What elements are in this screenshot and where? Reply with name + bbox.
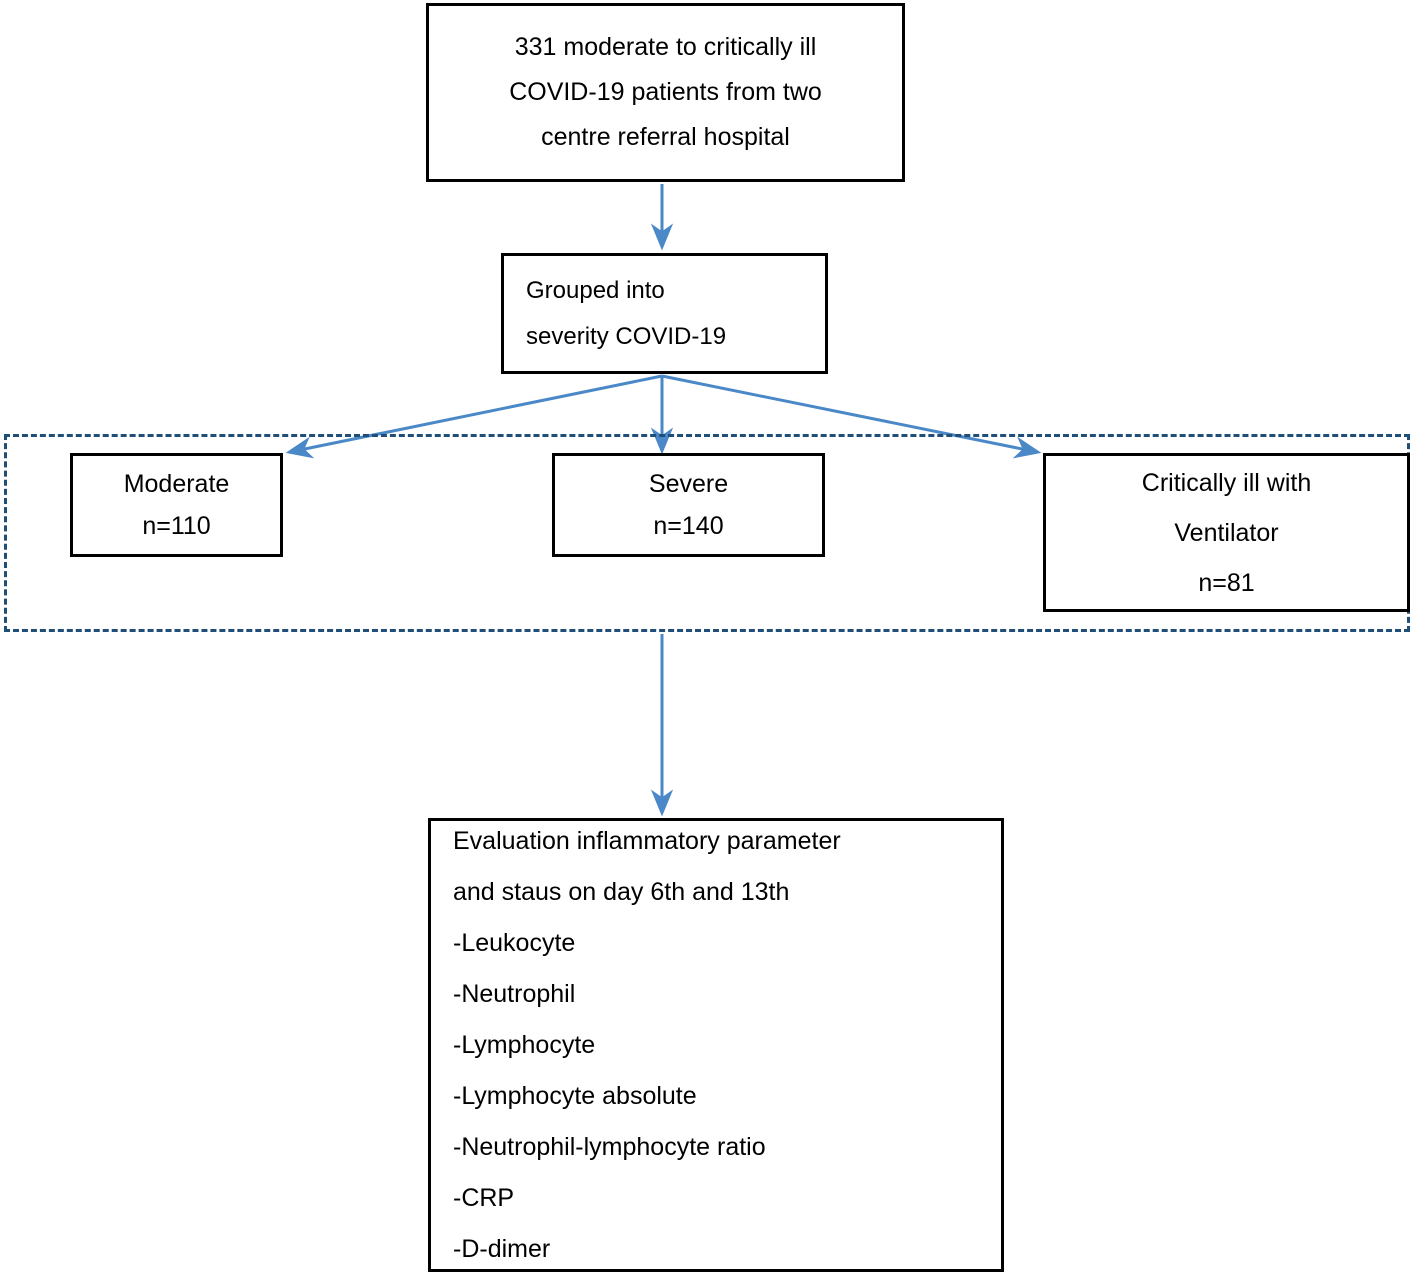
node-moderate: Moderate n=110 <box>70 453 283 557</box>
node-evaluation-item-lymphocyte-absolute: -Lymphocyte absolute <box>453 1081 697 1110</box>
node-evaluation-item-leukocyte: -Leukocyte <box>453 928 576 957</box>
node-evaluation-line-2: and staus on day 6th and 13th <box>453 877 790 906</box>
node-evaluation-item-nlr: -Neutrophil-lymphocyte ratio <box>453 1132 766 1161</box>
node-source-cohort: 331 moderate to critically ill COVID-19 … <box>426 3 905 182</box>
node-evaluation-item-neutrophil: -Neutrophil <box>453 979 576 1008</box>
node-evaluation-item-crp: -CRP <box>453 1183 515 1212</box>
node-source-line-1: 331 moderate to critically ill <box>514 33 817 61</box>
node-moderate-label: Moderate <box>123 470 230 498</box>
node-evaluation-item-d-dimer: -D-dimer <box>453 1234 551 1263</box>
node-grouped-line-1: Grouped into <box>526 276 665 304</box>
node-source-line-2: COVID-19 patients from two <box>509 78 822 106</box>
node-evaluation-line-1: Evaluation inflammatory parameter <box>453 826 841 855</box>
node-grouped-line-2: severity COVID-19 <box>526 322 727 350</box>
node-severe-label: Severe <box>648 470 729 498</box>
node-critically-ill-ventilator: Critically ill with Ventilator n=81 <box>1043 453 1410 612</box>
node-critical-line-2: Ventilator <box>1174 518 1279 547</box>
node-severe-count: n=140 <box>653 512 724 540</box>
node-evaluation-parameters: Evaluation inflammatory parameter and st… <box>428 818 1004 1272</box>
node-source-line-3: centre referral hospital <box>541 123 790 151</box>
node-moderate-count: n=110 <box>142 512 211 540</box>
node-grouped-into-severity: Grouped into severity COVID-19 <box>501 253 828 374</box>
node-evaluation-item-lymphocyte: -Lymphocyte <box>453 1030 596 1059</box>
node-critical-line-1: Critically ill with <box>1141 468 1312 497</box>
node-critical-count: n=81 <box>1198 568 1255 597</box>
node-severe: Severe n=140 <box>552 453 825 557</box>
